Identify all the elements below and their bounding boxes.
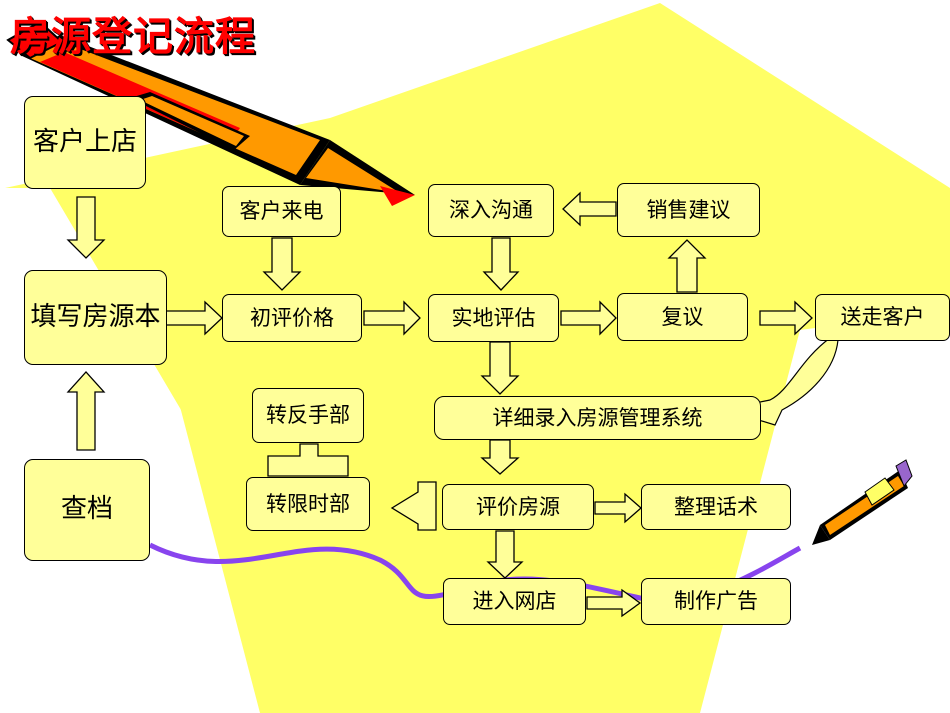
node-sales-advice: 销售建议 [617, 183, 760, 237]
arrow-down-visit-to-fill [66, 196, 106, 259]
arrow-down-eval-to-store [486, 530, 524, 579]
arrow-down-site-to-detail [480, 341, 520, 395]
arrow-up-limit-to-hand [267, 443, 349, 477]
node-initial-price: 初评价格 [222, 294, 362, 342]
background-yellow-shape [5, 3, 950, 713]
arrow-right-fill-to-price [164, 300, 223, 336]
node-sort-script: 整理话术 [641, 484, 791, 530]
arrow-down-talk-to-site [482, 237, 520, 291]
arrow-left-eval-to-limit [390, 481, 437, 531]
node-make-ad: 制作广告 [641, 578, 791, 625]
arrow-right-price-to-site [363, 300, 421, 336]
arrow-right-site-to-review [560, 300, 617, 336]
node-eval-listing: 评价房源 [442, 484, 594, 530]
node-transfer-limit: 转限时部 [246, 477, 370, 531]
node-deep-talk: 深入沟通 [428, 184, 554, 237]
arrows [66, 191, 813, 618]
node-check-file: 查档 [24, 459, 150, 561]
node-fill-book: 填写房源本 [24, 270, 167, 365]
arrow-right-store-to-ad [586, 588, 642, 618]
node-review: 复议 [617, 293, 748, 341]
arrow-down-call-to-price [262, 237, 302, 291]
arrow-up-check-to-fill [66, 371, 106, 451]
arrow-down-detail-to-eval [480, 439, 520, 475]
arrow-up-review-to-advice [667, 239, 707, 293]
node-see-off: 送走客户 [815, 294, 950, 341]
node-online-store: 进入网店 [443, 578, 586, 625]
node-site-eval: 实地评估 [428, 294, 559, 342]
node-client-visit: 客户上店 [24, 96, 146, 189]
node-client-call: 客户来电 [222, 186, 341, 237]
page-title: 房源登记流程 [10, 14, 256, 60]
arrow-right-review-to-seeoff [759, 300, 813, 336]
curved-callout-arrow [751, 337, 839, 426]
arrow-right-eval-to-script [594, 492, 642, 524]
node-transfer-hand: 转反手部 [252, 388, 364, 443]
node-detail-entry: 详细录入房源管理系统 [434, 396, 761, 440]
arrow-left-advice-to-talk [562, 191, 617, 227]
small-pencil-icon [812, 459, 913, 545]
